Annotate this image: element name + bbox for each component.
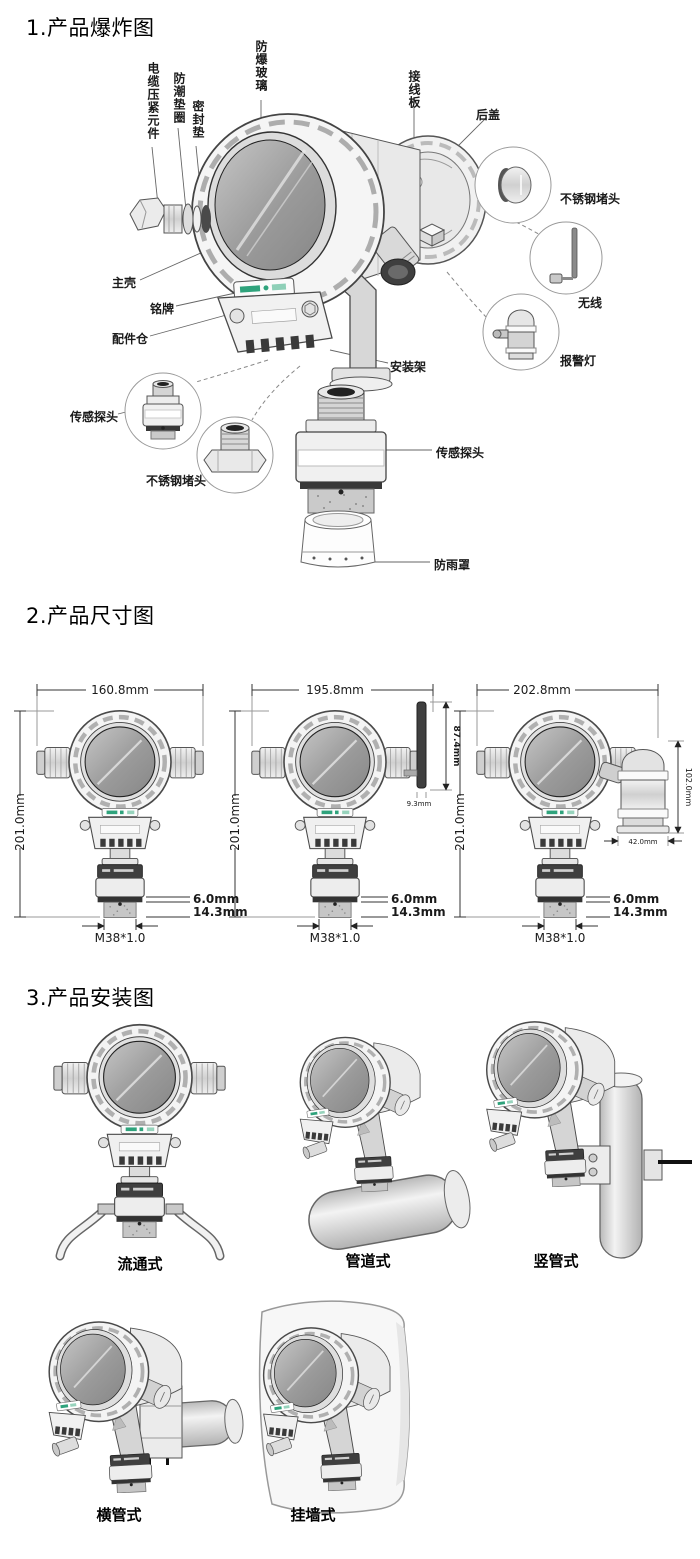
dim-thread-2: M38*1.0 <box>310 931 361 945</box>
part-label-back-cover: 后盖 <box>476 108 501 122</box>
dim-light-width: 42.0mm <box>628 838 657 846</box>
sensor-probe-part <box>295 384 387 514</box>
device-wireless <box>252 711 418 918</box>
installation-caption-pipeline: 管道式 <box>345 1252 391 1270</box>
installation-caption-flow: 流通式 <box>117 1255 163 1273</box>
dim-antenna-offset: 9.3mm <box>407 800 432 808</box>
dim-ring-2: 6.0mm <box>391 892 437 906</box>
mounting-arm-part <box>310 249 393 392</box>
nameplate-part <box>233 277 295 300</box>
part-label-alarm-light: 报警灯 <box>560 354 597 368</box>
dim-height-2: 201.0mm <box>228 793 242 851</box>
part-label-cable-gland: 电缆压紧元件 <box>146 62 160 140</box>
dim-antenna-height: 87.4mm <box>451 726 461 767</box>
installation-caption-wall: 挂墙式 <box>290 1506 336 1524</box>
device-standard <box>37 711 203 918</box>
antenna-part <box>403 701 427 789</box>
dim-ring-3: 6.0mm <box>613 892 659 906</box>
exploded-view-drawing <box>117 100 603 568</box>
part-label-sensor-probe-right: 传感探头 <box>436 446 485 460</box>
dim-ring-1: 6.0mm <box>193 892 239 906</box>
installation-drawing <box>47 1020 692 1514</box>
part-label-sensor-probe-left: 传感探头 <box>70 410 119 424</box>
main-shell-part <box>191 113 385 311</box>
dim-filter-3: 14.3mm <box>613 905 668 919</box>
dim-height-3: 201.0mm <box>453 793 467 851</box>
part-label-mounting-bracket: 安装架 <box>390 360 427 374</box>
dim-width-3: 202.8mm <box>513 683 571 697</box>
cable-gland-part <box>129 197 211 235</box>
dimension-drawing: 160.8mm 195.8mm 202.8mm 201.0mm 201.0mm … <box>13 683 693 945</box>
dim-height-1: 201.0mm <box>13 793 27 851</box>
install-horizontal-pipe <box>47 1320 244 1493</box>
alarm-light-part <box>598 749 670 834</box>
dim-filter-1: 14.3mm <box>193 905 248 919</box>
threaded-port <box>370 226 420 286</box>
part-label-accessory-bay: 配件仓 <box>112 332 149 346</box>
section-title-dimensions: 2.产品尺寸图 <box>26 604 155 628</box>
part-label-moisture-gasket: 防潮垫圈 <box>172 72 186 124</box>
install-wall-mounted <box>258 1300 411 1514</box>
section-title-exploded: 1.产品爆炸图 <box>26 16 155 40</box>
part-label-explosion-glass: 防爆玻璃 <box>254 40 268 92</box>
install-vertical-pipe <box>484 1020 692 1259</box>
installation-caption-horizontal: 横管式 <box>96 1506 142 1524</box>
part-label-nameplate: 铭牌 <box>150 302 175 316</box>
part-label-seal-gasket: 密封垫 <box>191 100 205 139</box>
rain-cover-part <box>300 510 376 568</box>
installation-caption-vertical: 竖管式 <box>533 1252 579 1270</box>
part-label-terminal-board: 接线板 <box>407 70 421 109</box>
wireless-antenna-detail <box>529 221 603 295</box>
dim-light-height: 102.0mm <box>684 768 693 807</box>
steel-plug-left-detail <box>196 416 274 494</box>
steel-plug-detail <box>474 146 552 224</box>
install-pipeline <box>298 1035 471 1250</box>
accessory-bay-part <box>217 291 333 354</box>
sensor-probe-detail <box>124 372 202 450</box>
part-label-main-shell: 主壳 <box>112 276 137 290</box>
part-label-wireless: 无线 <box>578 296 603 310</box>
dim-width-1: 160.8mm <box>91 683 149 697</box>
dim-thread-3: M38*1.0 <box>535 931 586 945</box>
dim-width-2: 195.8mm <box>306 683 364 697</box>
alarm-light-detail <box>482 293 560 371</box>
part-label-steel-plug-left: 不锈钢堵头 <box>146 474 207 488</box>
install-flow-through <box>54 1025 225 1261</box>
dim-thread-1: M38*1.0 <box>95 931 146 945</box>
dim-filter-2: 14.3mm <box>391 905 446 919</box>
part-label-rain-cover: 防雨罩 <box>434 558 471 572</box>
part-label-steel-plug-right: 不锈钢堵头 <box>560 192 621 206</box>
section-title-installation: 3.产品安装图 <box>26 986 155 1010</box>
